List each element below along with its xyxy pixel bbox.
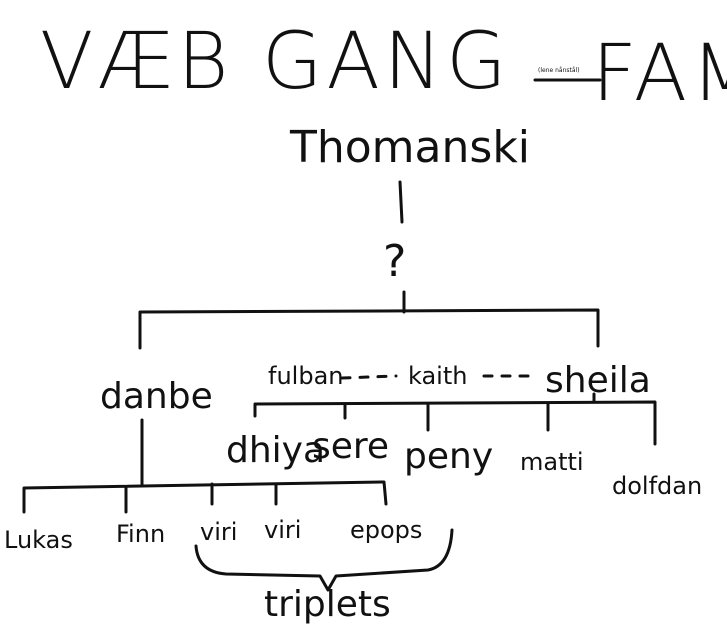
person-dhiya: dhiya: [226, 430, 325, 471]
person-fulban: fulban: [268, 362, 343, 390]
person-lukas: Lukas: [4, 526, 73, 554]
gen3-right-ticks: [343, 402, 550, 432]
title-group: VÆB GANG (lene nånstål) FAM: [40, 17, 727, 119]
person-viri-2: viri: [264, 516, 301, 544]
triplets-label: triplets: [264, 584, 391, 625]
gen2-bracket: [138, 308, 600, 350]
dashed-link-1: [340, 374, 398, 380]
title-part-gang: GANG: [262, 17, 511, 107]
person-epops: epops: [350, 516, 422, 544]
person-kaith: kaith: [408, 362, 467, 390]
person-matti: matti: [520, 448, 584, 476]
unknown-question-mark: ?: [383, 236, 406, 287]
person-danbe: danbe: [100, 376, 213, 417]
title-part-vaeb: VÆB: [40, 17, 232, 107]
person-sheila: sheila: [545, 360, 651, 401]
person-viri-1: viri: [200, 518, 237, 546]
title-small-note: (lene nånstål): [538, 67, 580, 74]
root-down-line: [398, 180, 404, 224]
person-dolfdan: dolfdan: [612, 472, 702, 500]
triplets-brace: [194, 528, 454, 592]
gen3-right-bracket: [253, 392, 657, 446]
root-name: Thomanski: [289, 122, 530, 173]
gen3-left-bracket: [22, 480, 388, 514]
person-peny: peny: [404, 436, 493, 477]
person-sere: sere: [312, 426, 389, 467]
person-finn: Finn: [116, 520, 165, 548]
gen3-left-ticks: [124, 482, 278, 514]
title-part-fam: FAM: [592, 29, 727, 119]
